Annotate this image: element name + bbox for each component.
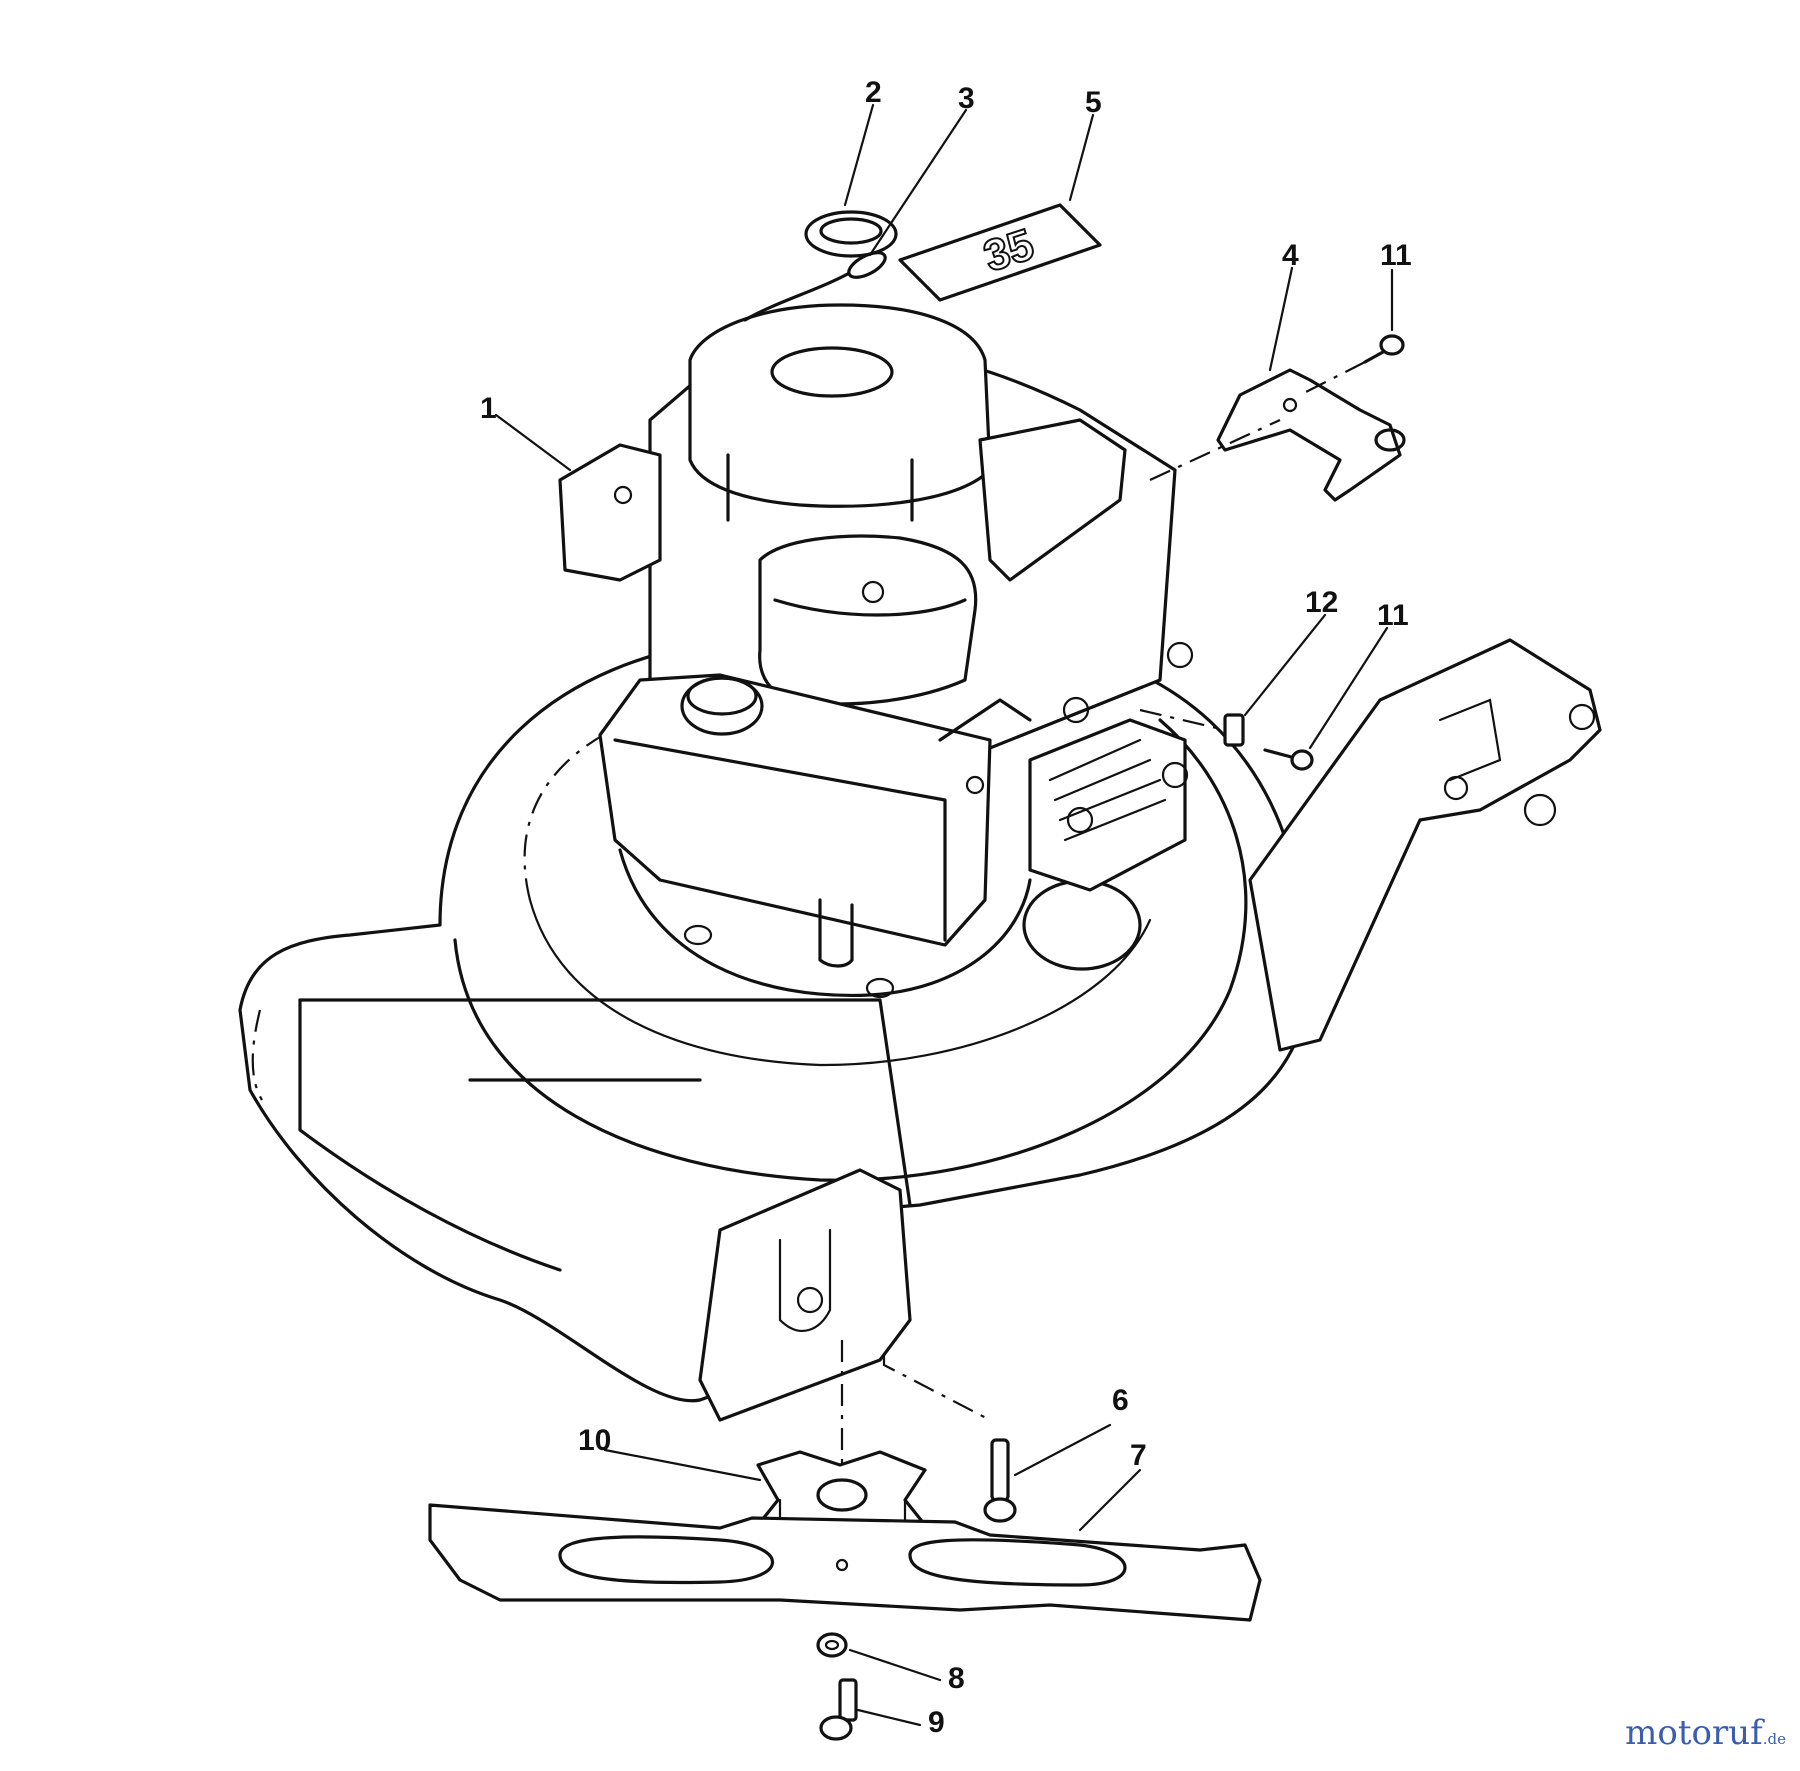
callout-1: 1 <box>480 392 497 425</box>
screw-part-top <box>1299 334 1405 396</box>
blade-part <box>428 1503 1262 1622</box>
watermark-logo: motoruf.de <box>1625 1713 1786 1753</box>
callout-4: 4 <box>1282 239 1299 272</box>
callout-7: 7 <box>1130 1439 1147 1472</box>
watermark-suffix: .de <box>1762 1730 1786 1748</box>
pin-part <box>743 251 887 322</box>
washer-part <box>816 1632 848 1658</box>
callout-11-right: 11 <box>1377 599 1409 632</box>
decal-part: 35 <box>898 203 1102 302</box>
callout-2: 2 <box>865 76 882 109</box>
blade-bolt-part <box>819 1678 858 1741</box>
clip-and-screw-part <box>1139 708 1314 771</box>
bracket-part <box>1149 368 1406 502</box>
callout-6: 6 <box>1112 1384 1129 1417</box>
leader-lines <box>494 103 1394 1727</box>
callout-3: 3 <box>958 82 975 115</box>
bolt-part <box>983 1438 1017 1523</box>
watermark-brand: motoruf <box>1625 1713 1763 1753</box>
engine <box>558 303 1194 968</box>
callout-11-top: 11 <box>1380 239 1412 272</box>
callout-12: 12 <box>1305 586 1338 619</box>
callout-10: 10 <box>578 1424 611 1457</box>
gas-cap-part <box>804 210 898 258</box>
callout-5: 5 <box>1085 86 1102 119</box>
callout-8: 8 <box>948 1662 965 1695</box>
bolt-axis <box>882 1355 991 1421</box>
callout-9: 9 <box>928 1706 945 1739</box>
callouts: 1 2 3 4 5 6 7 8 9 10 11 11 12 <box>480 76 1412 1739</box>
